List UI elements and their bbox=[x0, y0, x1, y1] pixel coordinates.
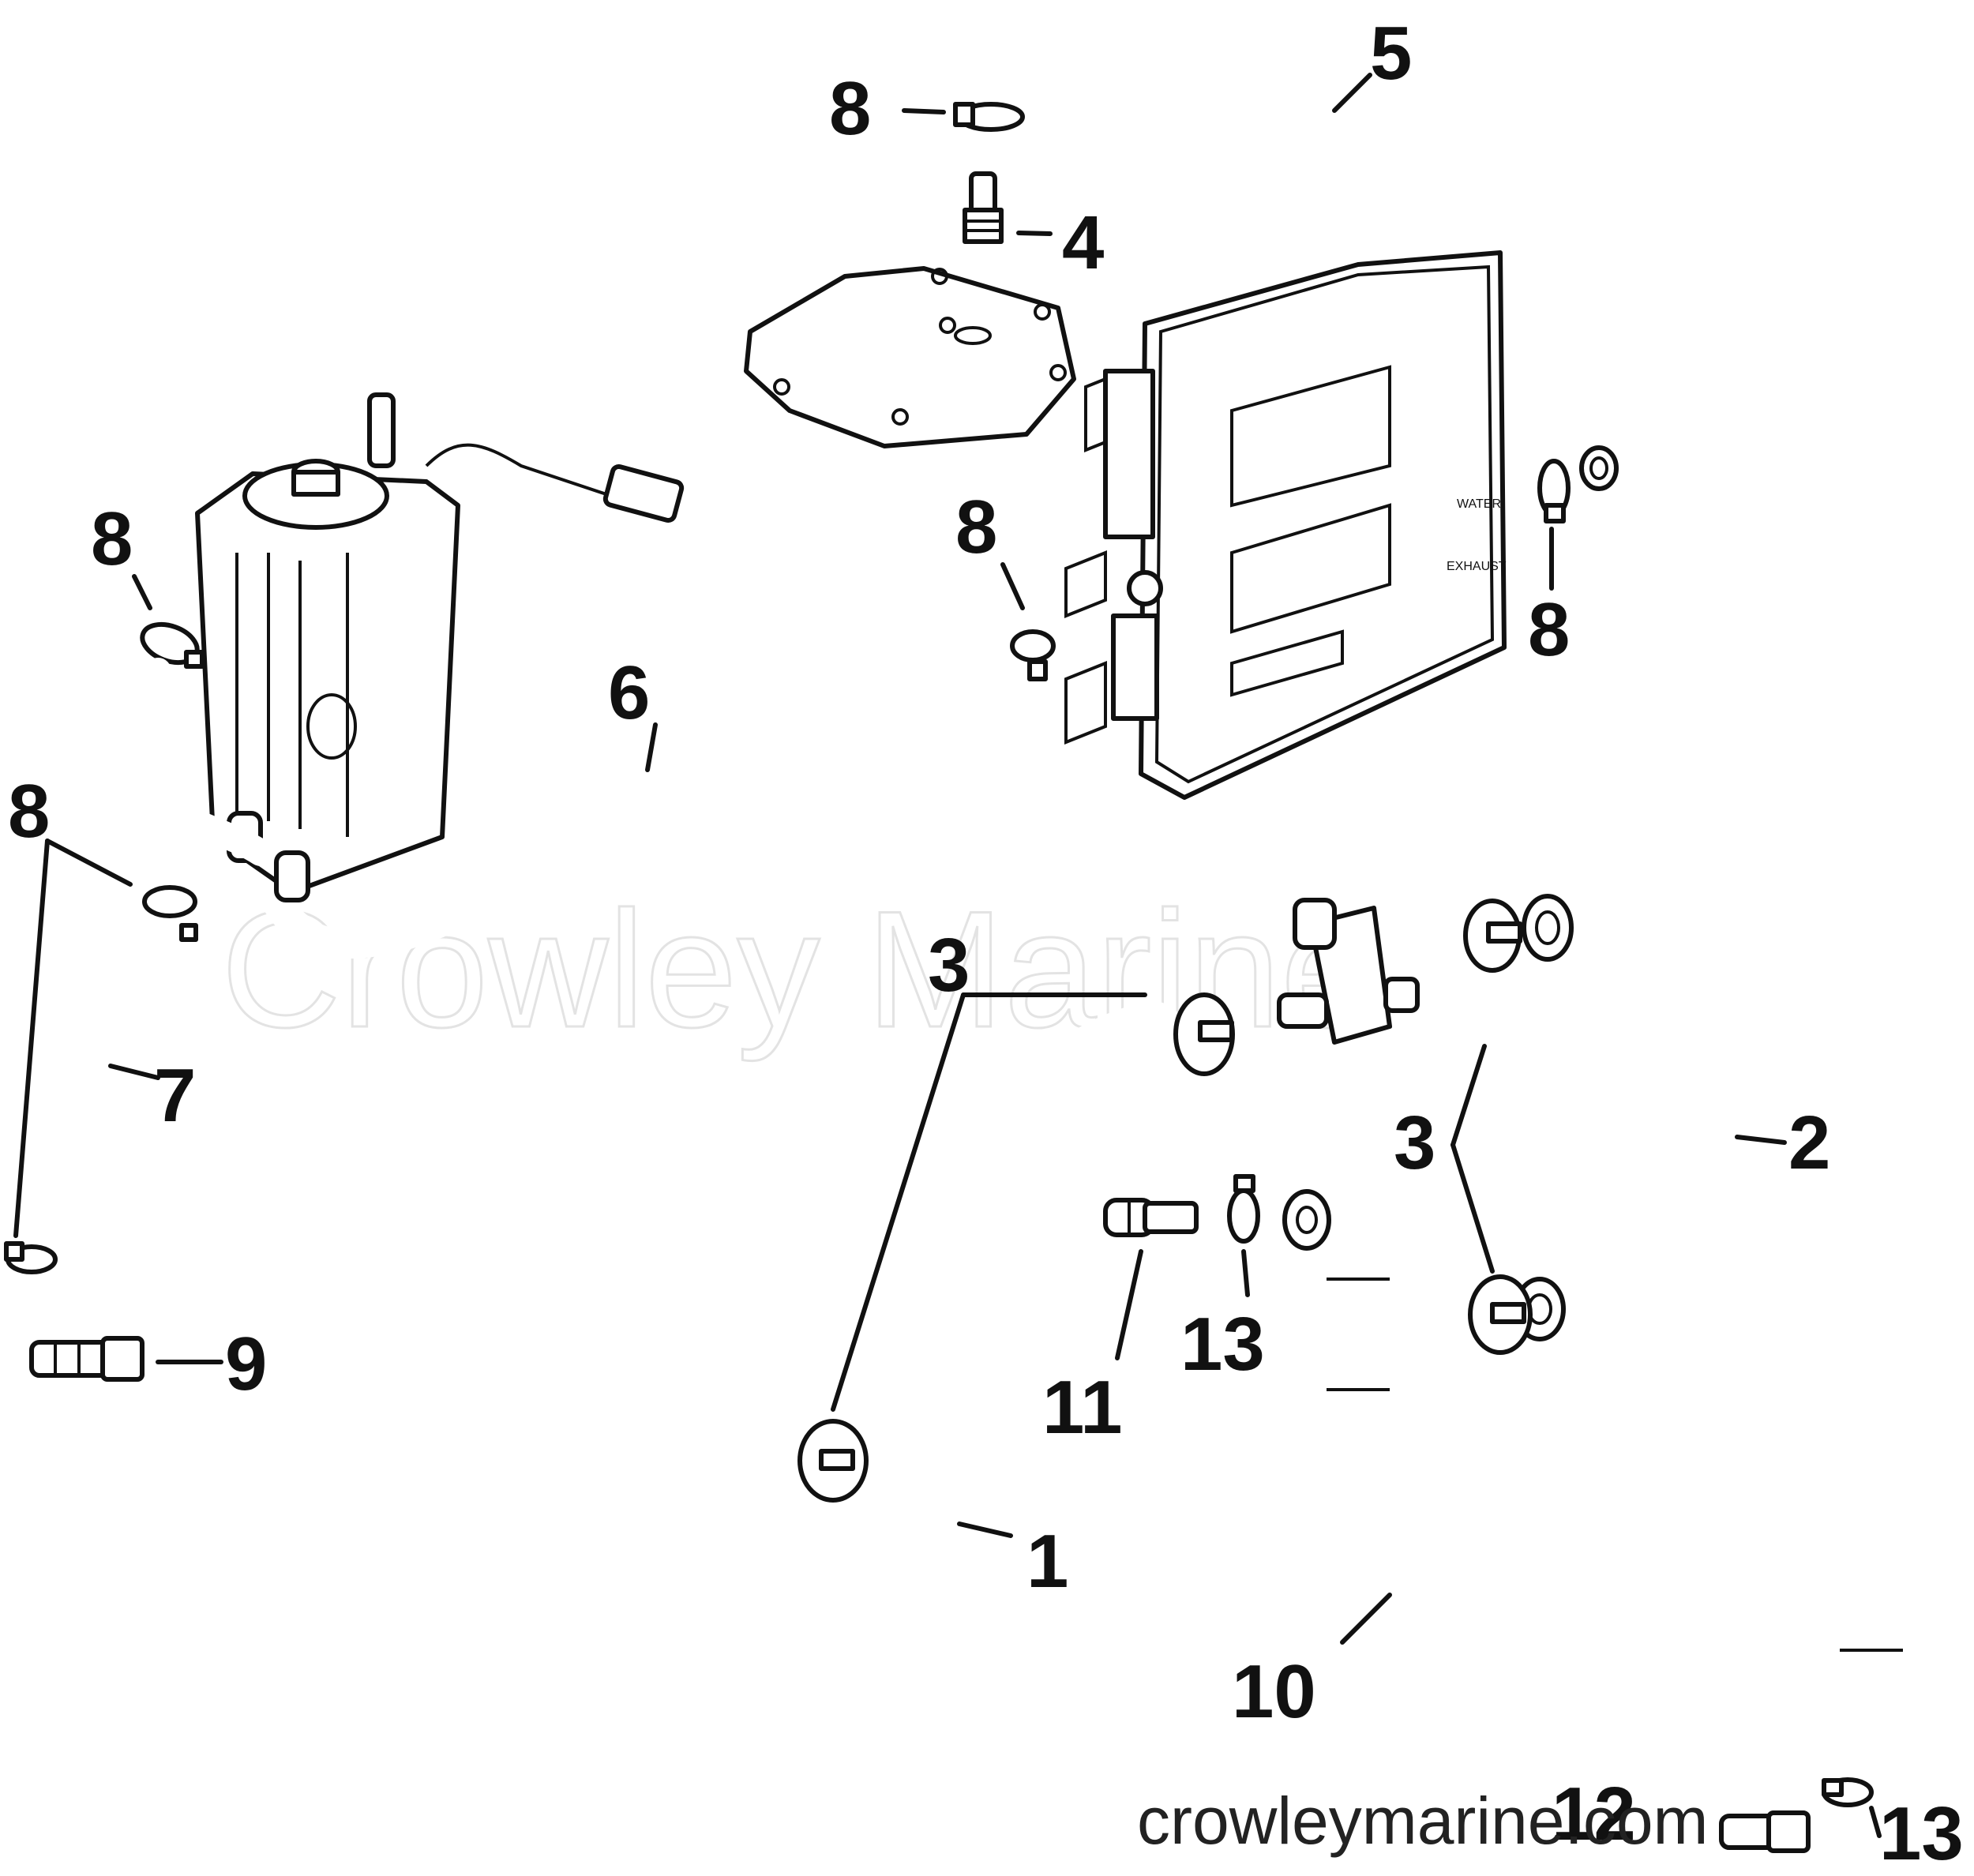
clamp-8-bottom-left bbox=[4, 1241, 58, 1274]
callout-labels: 1 2 3 3 4 5 6 7 8 8 8 8 8 9 10 11 12 13 … bbox=[8, 11, 1964, 1876]
site-watermark: crowleymarine.com bbox=[1137, 1784, 1709, 1858]
module-label-exhaust: EXHAUST bbox=[1447, 560, 1507, 573]
hose-1 bbox=[663, 1001, 1186, 1614]
callout-11: 11 bbox=[1042, 1365, 1122, 1450]
callout-13-bottom: 13 bbox=[1879, 1792, 1964, 1876]
clamp-3-hose1-bottom bbox=[797, 1419, 869, 1503]
tee-fitting bbox=[1277, 898, 1420, 1045]
clamp-8-right bbox=[1537, 459, 1571, 523]
clamp-8-left-upper bbox=[140, 621, 205, 669]
hose-6 bbox=[238, 660, 978, 959]
callout-10: 10 bbox=[1232, 1649, 1316, 1734]
hose-2 bbox=[1512, 889, 1751, 1394]
clamp-8-left-lower bbox=[142, 885, 198, 942]
callout-8-mid: 8 bbox=[955, 485, 997, 569]
callout-3-right: 3 bbox=[1394, 1101, 1435, 1185]
hose-7 bbox=[37, 921, 137, 1238]
callout-8-top: 8 bbox=[829, 66, 871, 151]
hose-small-left bbox=[94, 658, 274, 866]
callout-2: 2 bbox=[1788, 1101, 1830, 1185]
clamp-8-mid bbox=[1010, 629, 1056, 681]
hose-5 bbox=[979, 2, 1669, 491]
module-label-water: WATER bbox=[1457, 497, 1501, 511]
callout-3-left: 3 bbox=[928, 923, 970, 1007]
clamp-3-hose1-top bbox=[1173, 992, 1235, 1076]
engine-control-module: WATER EXHAUST bbox=[1064, 250, 1507, 800]
callout-6: 6 bbox=[608, 651, 650, 735]
callout-12: 12 bbox=[1552, 1772, 1636, 1856]
fitting-11 bbox=[1103, 1198, 1199, 1237]
callout-8-right: 8 bbox=[1528, 587, 1570, 672]
callout-7: 7 bbox=[154, 1053, 196, 1138]
callout-1: 1 bbox=[1026, 1519, 1068, 1604]
clamp-3-hose2-bottom bbox=[1468, 1274, 1533, 1355]
callout-8-left-lower: 8 bbox=[8, 769, 50, 854]
vapor-separator bbox=[195, 392, 685, 902]
clamp-3-hose2-top bbox=[1463, 899, 1522, 973]
callout-13-mid: 13 bbox=[1180, 1302, 1265, 1386]
clamp-13-bottom bbox=[1822, 1777, 1874, 1807]
callout-9: 9 bbox=[225, 1322, 267, 1406]
callout-4: 4 bbox=[1062, 201, 1104, 285]
hose-10 bbox=[1282, 1188, 1903, 1773]
clamp-13-mid bbox=[1227, 1174, 1260, 1244]
callout-5: 5 bbox=[1370, 11, 1412, 96]
fitting-9 bbox=[29, 1336, 144, 1382]
clamp-8-top bbox=[953, 102, 1025, 132]
gasket-plate bbox=[744, 266, 1076, 448]
fitting-4 bbox=[963, 171, 1004, 244]
fitting-12 bbox=[1719, 1810, 1811, 1853]
leader-lines bbox=[13, 73, 1882, 1838]
callout-8-left-upper: 8 bbox=[91, 497, 133, 581]
